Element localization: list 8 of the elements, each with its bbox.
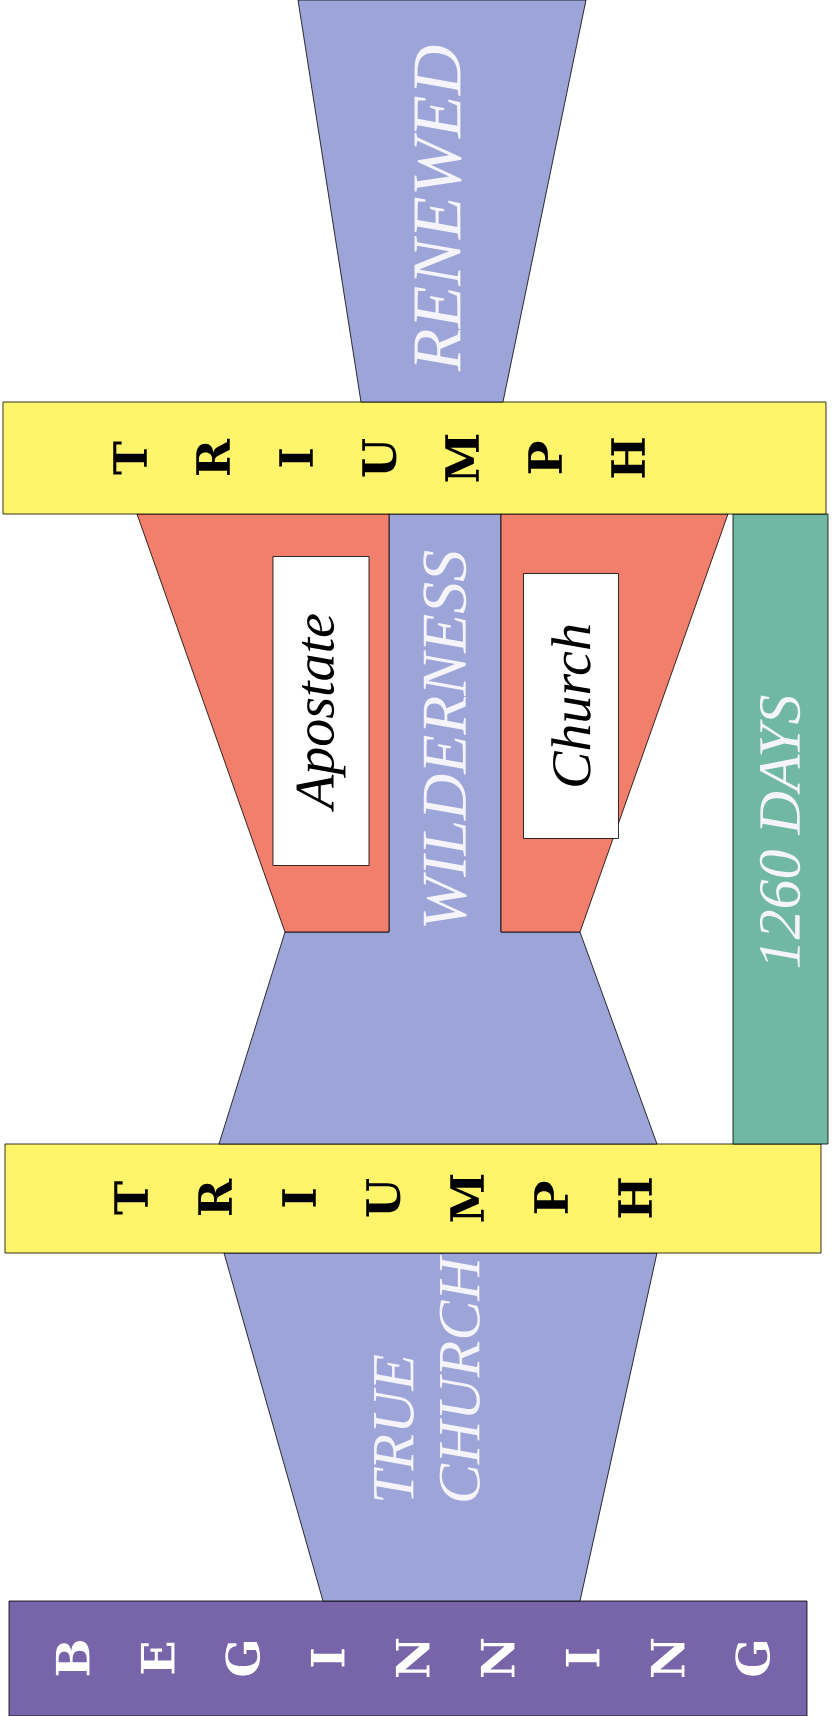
trapezoid-band: TRUE CHURCH [223, 1252, 658, 1602]
trapezoid-band: RENEWED [297, 0, 587, 403]
label-box: Apostate [272, 556, 370, 866]
banner-bar: TRIUMPH [2, 401, 827, 515]
banner-bar: TRIUMPH [4, 1143, 822, 1254]
banner-bar: BEGINNING [8, 1600, 808, 1716]
days-bar: 1260 DAYS [732, 513, 829, 1145]
label-box: Church [523, 573, 619, 839]
